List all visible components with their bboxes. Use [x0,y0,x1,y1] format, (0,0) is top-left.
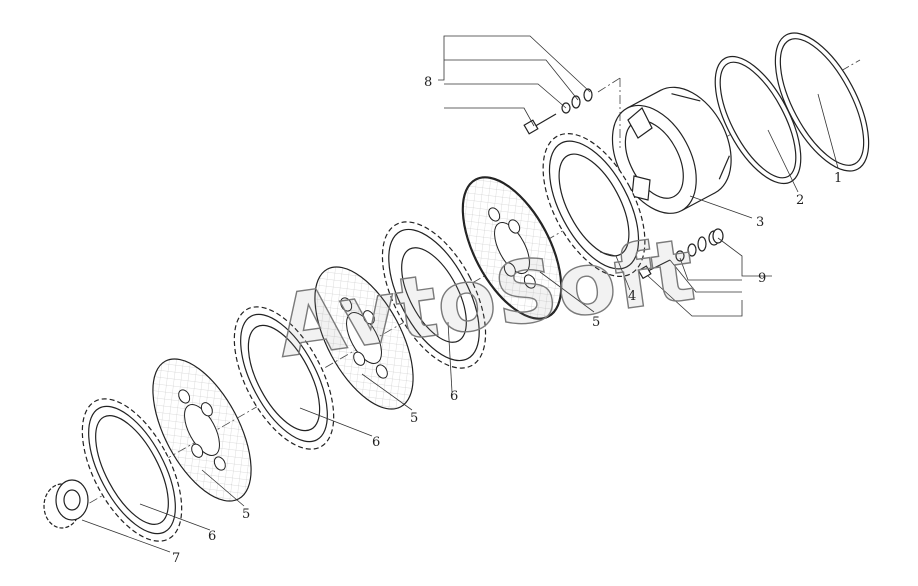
part-4-toothed-plate [542,133,646,277]
part-3-piston-housing [611,86,732,214]
callout-labels: 1 2 3 4 5 5 5 6 6 6 7 8 9 [172,75,842,566]
callout-3: 3 [756,215,764,230]
part-5-friction-disc-lower [152,358,252,502]
callout-2: 2 [796,193,804,208]
part-6-steel-plate-upper [381,221,487,369]
callout-5-middle: 5 [410,411,418,426]
callout-6-upper: 6 [450,389,458,404]
part-8-bolt-assembly [523,88,593,135]
callout-8: 8 [424,75,432,90]
part-6-steel-plate-lower [81,398,183,542]
callout-9: 9 [758,271,766,286]
part-1-seal-ring [774,32,870,172]
callout-6-lower: 6 [208,529,216,544]
leader-lines [81,35,839,553]
callout-7: 7 [172,551,180,566]
callout-5-lower: 5 [242,507,250,522]
part-8-axis-line [597,77,621,93]
callout-1: 1 [834,171,842,186]
callout-6-middle: 6 [372,435,380,450]
part-5-friction-disc-middle [314,266,414,410]
part-7-splined-hub [43,479,89,529]
callout-5-top: 5 [592,315,600,330]
part-5-friction-disc-top [461,176,563,320]
part-9-spring-assembly [637,228,724,280]
callout-4: 4 [628,289,636,304]
